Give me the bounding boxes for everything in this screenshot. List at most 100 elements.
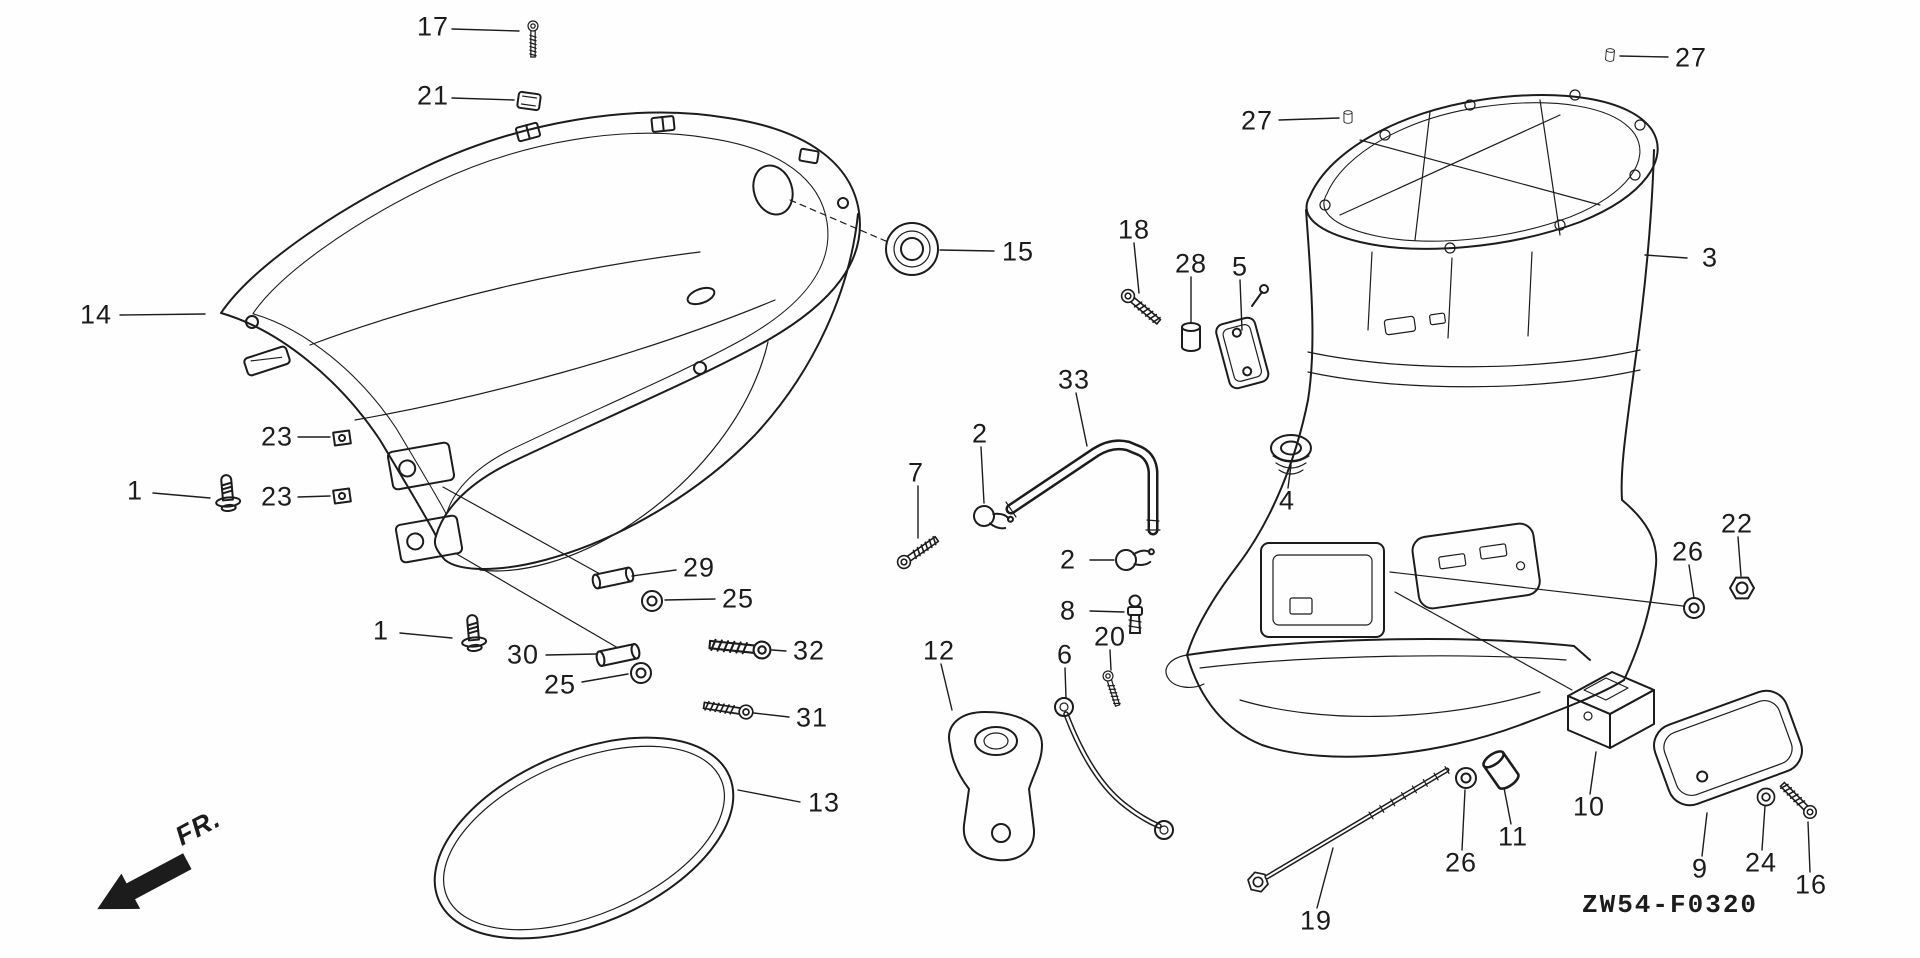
leader-13 (737, 789, 801, 803)
seal-ring-13-drawing (433, 736, 735, 940)
callout-14: 14 (79, 299, 113, 330)
washer-24 (1756, 787, 1776, 807)
leader-14 (119, 313, 206, 316)
leader-12 (940, 663, 953, 711)
clip-21 (516, 90, 542, 112)
bolt-1-upper (212, 473, 242, 514)
callout-26a: 26 (1671, 536, 1705, 567)
callout-3: 3 (1701, 242, 1719, 273)
washer-26-upper (1683, 597, 1705, 619)
leader-22 (1737, 536, 1742, 577)
callout-9: 9 (1691, 853, 1709, 884)
leader-6 (1064, 667, 1067, 699)
callout-6: 6 (1056, 639, 1074, 670)
callout-28: 28 (1174, 248, 1208, 279)
leader-24 (1761, 805, 1766, 851)
pin-29 (590, 565, 636, 591)
leader-20 (1109, 649, 1112, 671)
leader-19 (1316, 847, 1334, 909)
fr-label: FR. (170, 803, 225, 851)
callout-11: 11 (1497, 821, 1529, 852)
leader-32 (771, 649, 787, 652)
callout-15: 15 (1001, 236, 1035, 267)
clamp-2-lower (1114, 546, 1157, 572)
callout-16: 16 (1794, 869, 1828, 900)
leader-15 (939, 249, 995, 252)
mount-block-10 (1567, 671, 1655, 749)
pin-27-left (1343, 110, 1353, 124)
extension-case-drawing (1165, 89, 1684, 758)
callout-1b: 1 (372, 615, 390, 646)
screw-17 (527, 20, 539, 58)
water-tube-33 (1005, 439, 1161, 536)
leader-16 (1807, 821, 1811, 873)
leader-8 (1089, 610, 1125, 613)
nut-22 (1729, 576, 1755, 600)
leader-2a (980, 446, 985, 504)
callout-33: 33 (1057, 364, 1091, 395)
leader-5 (1239, 279, 1243, 331)
washer-26-lower (1455, 767, 1477, 789)
bushing-11 (1479, 747, 1523, 793)
leader-18 (1133, 242, 1140, 294)
bushing-28 (1181, 322, 1201, 352)
callout-2b: 2 (1059, 544, 1077, 575)
callout-27b: 27 (1674, 42, 1708, 73)
callout-1a: 1 (126, 475, 144, 506)
callout-7: 7 (907, 457, 925, 488)
leader-25b (581, 673, 629, 683)
nut-23-upper (332, 429, 352, 447)
bolt-19 (1245, 765, 1450, 894)
under-case-drawing (220, 111, 889, 649)
callout-31: 31 (795, 702, 829, 733)
leader-10 (1589, 751, 1597, 795)
leader-23b (297, 495, 331, 498)
callout-20: 20 (1093, 621, 1127, 652)
callout-13: 13 (807, 787, 841, 818)
leader-9 (1701, 812, 1708, 857)
bolt-1-lower (458, 613, 488, 654)
pin-30 (594, 642, 642, 668)
leader-4 (1287, 464, 1292, 489)
leader-26b (1461, 789, 1466, 851)
fitting-8 (1127, 594, 1143, 634)
bolt-20 (1101, 669, 1123, 708)
leader-1b (399, 632, 453, 639)
callout-10: 10 (1572, 791, 1606, 822)
fr-arrow: FR. (97, 803, 225, 910)
diagram-code: ZW54-F0320 (1582, 890, 1759, 920)
callout-32: 32 (792, 635, 826, 666)
leader-33 (1075, 392, 1088, 447)
bolt-16 (1777, 779, 1820, 822)
callout-29: 29 (682, 552, 716, 583)
bolt-18 (1118, 286, 1164, 328)
washer-25-lower (630, 662, 652, 684)
callout-19: 19 (1299, 905, 1333, 936)
callout-26b: 26 (1444, 847, 1478, 878)
callout-8: 8 (1059, 595, 1077, 626)
seal-4 (1270, 434, 1312, 475)
callout-23a: 23 (260, 421, 294, 452)
leader-27b (1619, 55, 1669, 58)
callout-30: 30 (506, 639, 540, 670)
cover-9 (1653, 689, 1803, 807)
screw-31 (702, 697, 755, 721)
ground-cable-6 (1054, 697, 1174, 840)
leader-1a (152, 492, 211, 499)
callout-12: 12 (922, 635, 956, 666)
callout-24: 24 (1744, 847, 1778, 878)
leader-25a (664, 598, 716, 601)
callout-25b: 25 (543, 669, 577, 700)
callout-21: 21 (416, 80, 450, 111)
leader-3 (1644, 254, 1688, 259)
grommet-15-drawing (885, 222, 939, 276)
leader-27a (1278, 117, 1340, 121)
callout-23b: 23 (260, 481, 294, 512)
pin-27-right (1604, 47, 1616, 63)
leader-31 (753, 712, 790, 718)
callout-17: 17 (416, 11, 450, 42)
leader-30 (545, 653, 598, 656)
callout-2a: 2 (971, 418, 989, 449)
